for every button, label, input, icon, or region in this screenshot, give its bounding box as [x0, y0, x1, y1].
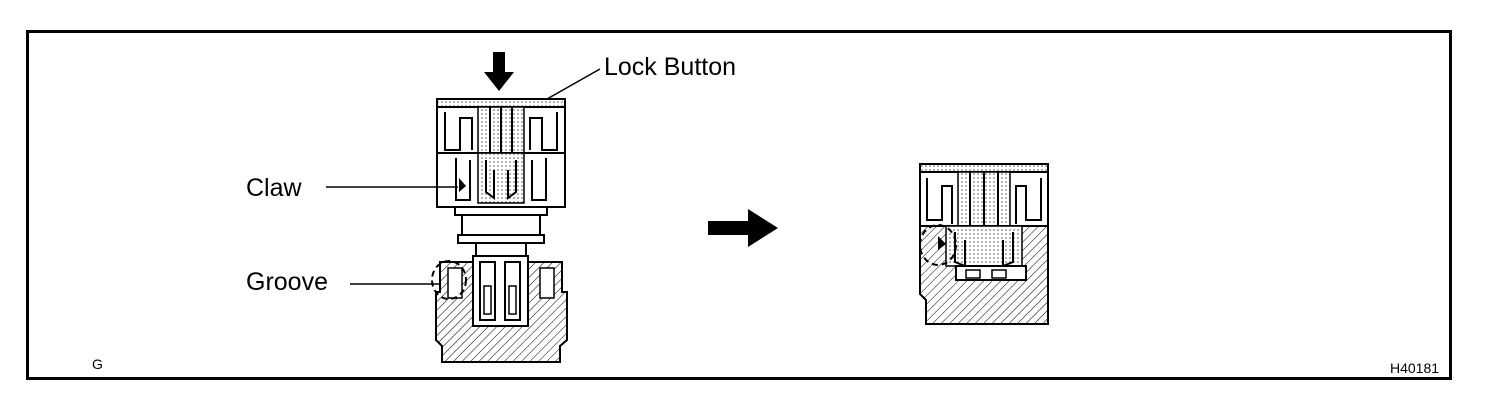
lock-button-leader	[546, 68, 601, 100]
claw-label: Claw	[246, 174, 302, 202]
groove-label: Groove	[246, 268, 328, 296]
claw-in-groove-highlight-circle	[919, 224, 957, 266]
figure-frame	[26, 30, 1452, 380]
groove-highlight-circle	[431, 260, 467, 300]
corner-code-left: G	[92, 356, 103, 372]
lock-button-plate	[436, 98, 566, 108]
transition-arrow	[708, 209, 778, 247]
lock-button-label: Lock Button	[604, 53, 737, 81]
connector-locked	[919, 163, 1049, 325]
push-down-arrow	[484, 52, 514, 91]
figure-id: H40181	[1390, 360, 1440, 376]
connector-unlocked	[326, 52, 601, 363]
